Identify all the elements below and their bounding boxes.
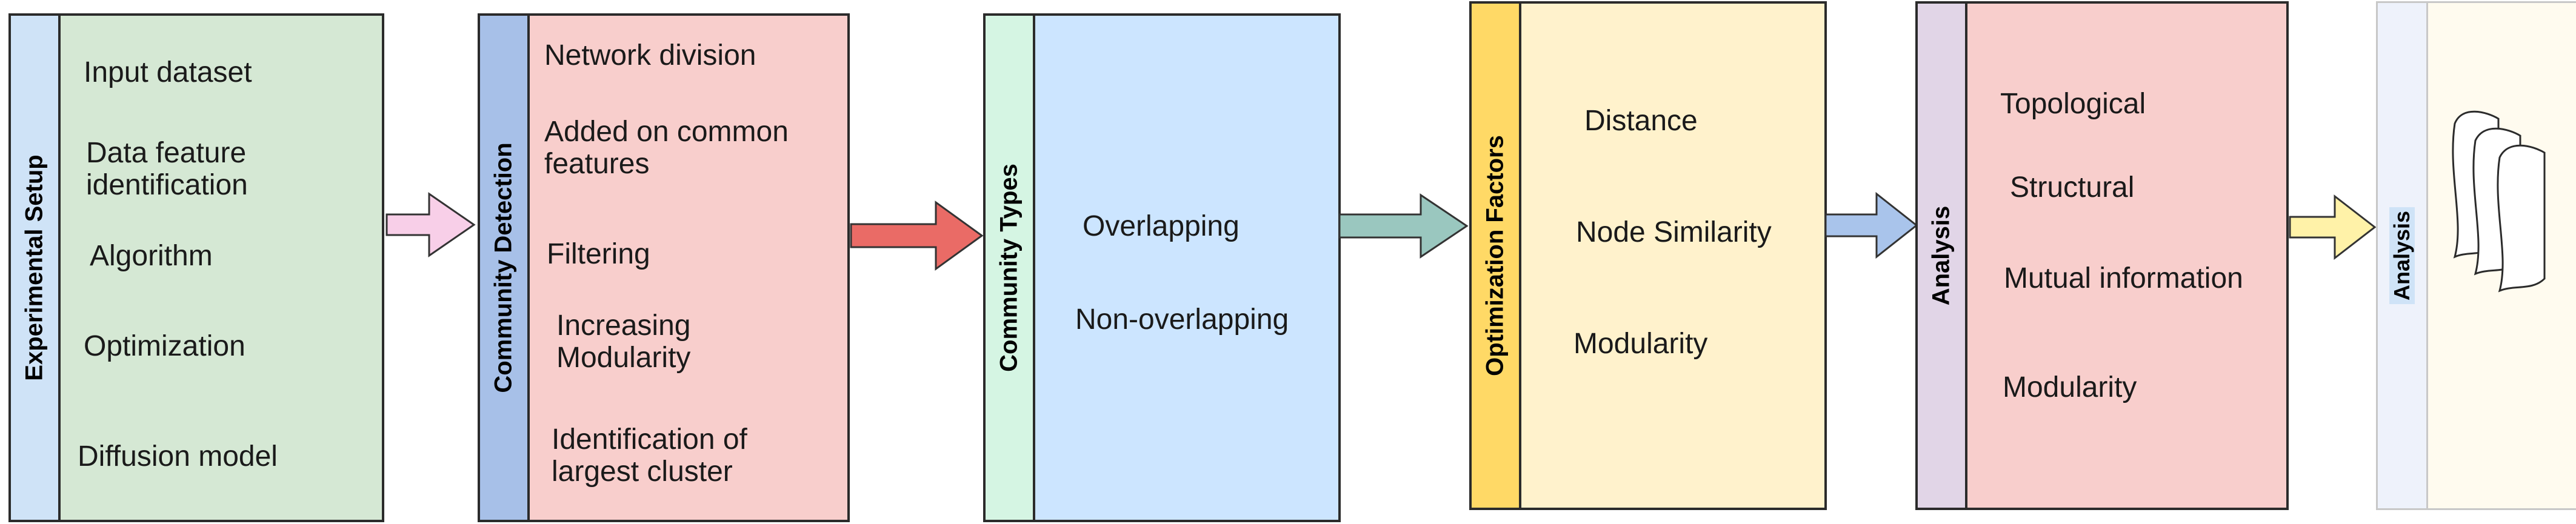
step-item: Network division bbox=[544, 39, 756, 71]
arrow-shape bbox=[850, 201, 984, 271]
step-item: Structural bbox=[2010, 171, 2135, 204]
group-header-label: Analysis bbox=[1927, 205, 1955, 306]
flow-arrow bbox=[2289, 194, 2377, 260]
group-body bbox=[1521, 1, 1827, 510]
group-header-label: Community Types bbox=[995, 164, 1023, 372]
step-item: Input dataset bbox=[84, 56, 252, 88]
step-item: Identification of largest cluster bbox=[552, 423, 747, 488]
group-experimental-setup: Experimental Setup Input dataset Data fe… bbox=[8, 13, 384, 522]
group-optimization-factors: Optimization Factors Distance Node Simil… bbox=[1469, 1, 1827, 510]
flow-arrow bbox=[1824, 191, 1918, 259]
arrow-shape bbox=[385, 192, 476, 257]
flow-arrow bbox=[850, 201, 984, 271]
group-header: Optimization Factors bbox=[1469, 1, 1521, 510]
step-item: Algorithm bbox=[90, 240, 213, 272]
step-item: Diffusion model bbox=[78, 440, 278, 473]
group-header: Experimental Setup bbox=[8, 13, 61, 522]
step-item: Distance bbox=[1584, 105, 1698, 137]
step-item: Modularity bbox=[1573, 328, 1708, 360]
group-header-label: Analysis bbox=[2389, 207, 2415, 305]
step-item: Node Similarity bbox=[1576, 216, 1772, 248]
group-community-detection: Community Detection Network division Add… bbox=[478, 13, 850, 522]
group-header-label: Experimental Setup bbox=[21, 154, 48, 381]
step-item: Topological bbox=[2000, 88, 2146, 120]
flow-arrow bbox=[1338, 193, 1469, 259]
group-body bbox=[1035, 13, 1341, 522]
arrow-shape bbox=[2289, 194, 2377, 260]
group-analysis-output: Analysis bbox=[2376, 1, 2576, 510]
group-header: Community Detection bbox=[478, 13, 530, 522]
group-header-label: Optimization Factors bbox=[1481, 135, 1509, 376]
arrow-shape bbox=[1824, 191, 1918, 259]
step-item: Added on common features bbox=[544, 116, 789, 180]
step-item: Modularity bbox=[2003, 371, 2137, 403]
step-item: Optimization bbox=[84, 330, 245, 362]
group-header-label: Community Detection bbox=[490, 142, 517, 393]
arrow-shape bbox=[1338, 193, 1469, 259]
document-stack-icon bbox=[2452, 110, 2546, 293]
group-body bbox=[530, 13, 850, 522]
group-header: Community Types bbox=[983, 13, 1035, 522]
group-header: Analysis bbox=[2376, 1, 2428, 510]
group-body bbox=[1967, 1, 2289, 510]
step-item: Mutual information bbox=[2004, 262, 2243, 294]
group-community-types: Community Types Overlapping Non-overlapp… bbox=[983, 13, 1341, 522]
step-item: Overlapping bbox=[1083, 210, 1240, 242]
step-item: Filtering bbox=[547, 238, 650, 270]
step-item: Increasing Modularity bbox=[556, 310, 691, 374]
group-analysis: Analysis Topological Structural Mutual i… bbox=[1915, 1, 2289, 510]
group-header: Analysis bbox=[1915, 1, 1967, 510]
step-item: Data feature identification bbox=[86, 137, 248, 201]
step-item: Non-overlapping bbox=[1075, 303, 1289, 336]
group-body bbox=[61, 13, 384, 522]
flow-arrow bbox=[385, 192, 476, 257]
